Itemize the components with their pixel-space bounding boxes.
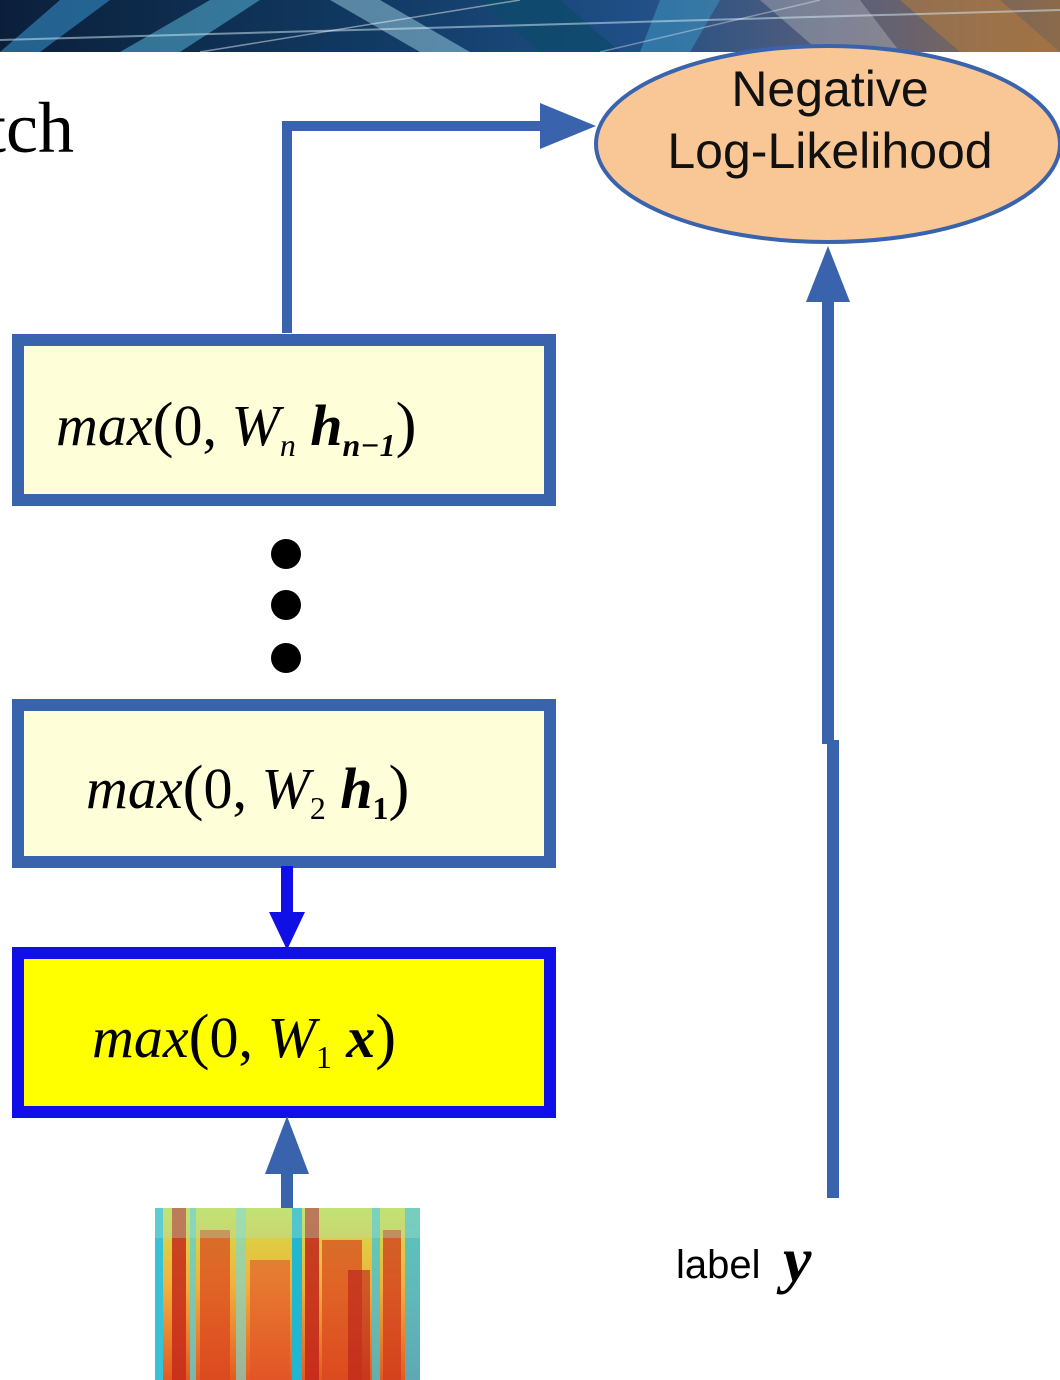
formula-zero: 0,: [203, 756, 248, 821]
layer2-to-layer1-arrowhead: [269, 912, 305, 950]
formula-open-paren: (: [188, 1001, 210, 1071]
layer-2-formula: max(0, W2 h1): [86, 756, 409, 825]
formula-fn: max: [92, 1005, 189, 1070]
formula-weight: W: [261, 756, 310, 821]
layer-n-formula: max(0, Wn hn−1): [56, 393, 416, 462]
target-label-text: label: [676, 1243, 761, 1287]
input-arrowhead: [265, 1116, 309, 1174]
ellipsis-dot: [271, 590, 301, 620]
formula-input: x: [346, 1005, 376, 1070]
formula-zero: 0,: [173, 393, 218, 458]
loss-label-line1: Negative: [731, 61, 929, 117]
formula-fn: max: [86, 756, 183, 821]
ellipsis-dot: [271, 539, 301, 569]
formula-weight-sub: 1: [315, 1040, 332, 1076]
label-arrowhead: [806, 246, 850, 302]
layer-1-box: [12, 947, 556, 1118]
formula-close-paren: ): [395, 389, 417, 459]
formula-open-paren: (: [182, 752, 204, 822]
loss-label-line2: Log-Likelihood: [667, 123, 993, 179]
loss-label: Negative Log-Likelihood: [600, 58, 1060, 182]
formula-weight: W: [231, 393, 280, 458]
loss-oval: [594, 44, 1060, 244]
target-variable: y: [783, 1224, 812, 1295]
spectrogram-image: [155, 1208, 420, 1380]
formula-fn: max: [56, 393, 153, 458]
formula-weight-sub: 2: [309, 791, 326, 827]
formula-input-sub: n−1: [342, 428, 396, 464]
layer-1-formula: max(0, W1 x): [92, 1005, 396, 1074]
slide-title-fragment: tch: [0, 88, 74, 168]
output-to-loss-arrow: [282, 121, 545, 333]
formula-close-paren: ): [375, 1001, 397, 1071]
formula-input: h: [340, 756, 373, 821]
formula-input: h: [310, 393, 343, 458]
layer-2-box: [12, 699, 556, 868]
formula-weight: W: [267, 1005, 316, 1070]
output-to-loss-arrowhead: [540, 103, 596, 149]
formula-weight-sub: n: [279, 428, 296, 464]
formula-input-sub: 1: [372, 791, 389, 827]
layer-n-box: [12, 334, 556, 506]
formula-open-paren: (: [152, 389, 174, 459]
formula-zero: 0,: [209, 1005, 254, 1070]
ellipsis-dot: [271, 643, 301, 673]
header-banner-image: [0, 0, 1060, 52]
formula-close-paren: ): [388, 752, 410, 822]
